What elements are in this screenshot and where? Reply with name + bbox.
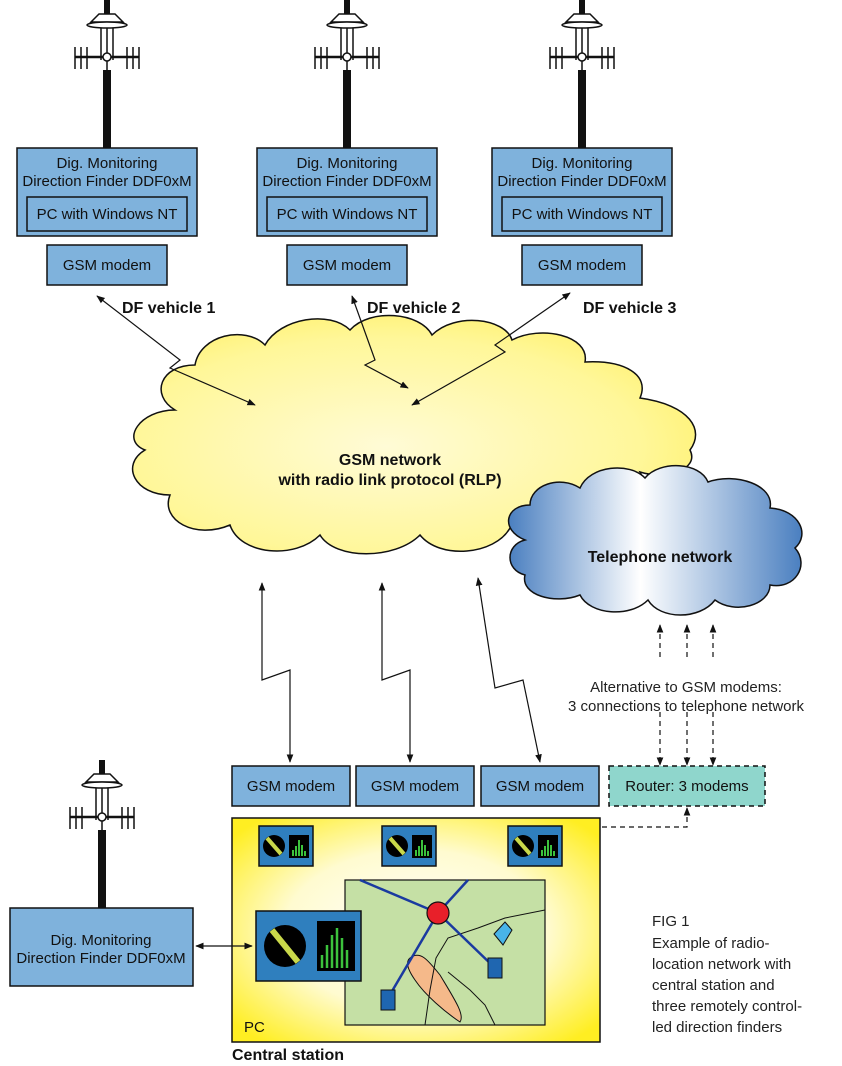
df-title-line2: Direction Finder DDF0xM [262, 173, 431, 190]
central-gsm-modem-label: GSM modem [496, 778, 584, 795]
local-df-line1: Dig. Monitoring [51, 932, 152, 949]
alternative-note-line1: Alternative to GSM modems: [590, 679, 782, 696]
df-vehicle-1: Dig. Monitoring Direction Finder DDF0xM … [16, 0, 215, 317]
antenna-icon [548, 0, 616, 152]
antenna-icon [68, 758, 136, 912]
road-line [424, 909, 546, 1026]
radio-link-central-2 [378, 582, 414, 763]
df-vehicle-2: Dig. Monitoring Direction Finder DDF0xM … [256, 0, 460, 317]
df-vehicle-label: DF vehicle 1 [122, 300, 215, 317]
df-display-icon [506, 824, 564, 868]
telephone-network-cloud: Telephone network [507, 465, 803, 616]
df-vehicle-label: DF vehicle 3 [583, 300, 676, 317]
telephone-network-title: Telephone network [588, 549, 733, 566]
gsm-modem-box [521, 244, 643, 286]
central-modems: GSM modem GSM modem GSM modem [231, 765, 600, 807]
gsm-network-title: GSM network [339, 452, 441, 469]
lake-shape [493, 921, 513, 946]
df-display-icon [380, 824, 438, 868]
df-title-line1: Dig. Monitoring [297, 155, 398, 172]
router-label: Router: 3 modems [625, 778, 748, 795]
figure-number: FIG 1 [652, 913, 690, 930]
radio-link-central-3 [475, 577, 542, 763]
df-title-line1: Dig. Monitoring [57, 155, 158, 172]
central-gsm-modem-label: GSM modem [247, 778, 335, 795]
router-box [608, 765, 766, 807]
caption-line: location network with [652, 956, 791, 973]
central-station: PC [231, 817, 601, 1043]
central-gsm-modem-1 [231, 765, 351, 807]
radio-link-vehicle-3 [411, 292, 571, 406]
df-station-marker [487, 957, 503, 979]
router: Router: 3 modems [608, 765, 766, 807]
central-station-label: Central station [232, 1047, 344, 1064]
large-df-display [255, 910, 362, 982]
figure-caption: FIG 1 Example of radio- location network… [652, 913, 802, 1036]
central-gsm-modem-label: GSM modem [371, 778, 459, 795]
df-title-line2: Direction Finder DDF0xM [22, 173, 191, 190]
antenna-icon [73, 0, 141, 152]
pc-label: PC [244, 1019, 265, 1036]
target-location-marker [426, 901, 450, 925]
pc-label: PC with Windows NT [512, 206, 653, 223]
map-panel [344, 878, 546, 1026]
antenna-icon [313, 0, 381, 152]
gsm-modem-box [46, 244, 168, 286]
pc-box [26, 196, 188, 232]
df-vehicle-3: Dig. Monitoring Direction Finder DDF0xM … [491, 0, 676, 317]
gsm-modem-label: GSM modem [538, 257, 626, 274]
road-line [447, 971, 496, 1026]
pc-box [266, 196, 428, 232]
terrain-region [407, 954, 462, 1023]
caption-line: central station and [652, 977, 775, 994]
router-to-central-link [582, 807, 691, 831]
df-vehicle-label: DF vehicle 2 [367, 300, 460, 317]
local-df-line2: Direction Finder DDF0xM [16, 950, 185, 967]
radio-link-central-1 [258, 582, 294, 763]
df-display-icon [257, 824, 315, 868]
caption-line: Example of radio- [652, 935, 770, 952]
central-gsm-modem-3 [480, 765, 600, 807]
gsm-modem-label: GSM modem [63, 257, 151, 274]
radio-links [96, 292, 571, 763]
local-direction-finder: Dig. Monitoring Direction Finder DDF0xM [9, 758, 253, 987]
pc-box [501, 196, 663, 232]
radio-link-vehicle-2 [351, 295, 409, 389]
central-gsm-modem-2 [355, 765, 475, 807]
radio-link-vehicle-1 [96, 295, 256, 406]
local-df-box [9, 907, 194, 987]
df-title-line1: Dig. Monitoring [532, 155, 633, 172]
pc-label: PC with Windows NT [37, 206, 178, 223]
df-title-line2: Direction Finder DDF0xM [497, 173, 666, 190]
pc-label: PC with Windows NT [277, 206, 418, 223]
df-station-marker [380, 989, 396, 1011]
telephone-connections [582, 624, 717, 831]
gsm-network-subtitle: with radio link protocol (RLP) [277, 472, 501, 489]
gsm-modem-label: GSM modem [303, 257, 391, 274]
caption-line: three remotely control- [652, 998, 802, 1015]
alternative-note-line2: 3 connections to telephone network [568, 698, 804, 715]
caption-line: led direction finders [652, 1019, 782, 1036]
gsm-modem-box [286, 244, 408, 286]
